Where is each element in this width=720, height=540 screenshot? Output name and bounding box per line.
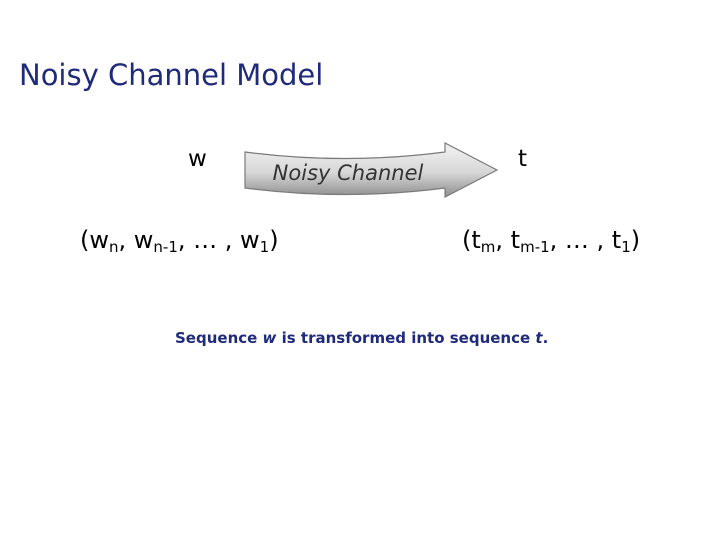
caption-var-t: t [535, 329, 543, 347]
output-sequence: (tm, tm-1, … , t1) [462, 226, 641, 256]
input-sequence: (wn, wn-1, … , w1) [80, 226, 279, 256]
slide-title: Noisy Channel Model [19, 58, 324, 92]
input-symbol: w [188, 146, 207, 172]
arrow-shape [244, 142, 499, 198]
output-symbol: t [518, 146, 528, 172]
caption-var-w: w [262, 329, 277, 347]
channel-label: Noisy Channel [273, 161, 424, 185]
caption: Sequence w is transformed into sequence … [175, 329, 549, 347]
